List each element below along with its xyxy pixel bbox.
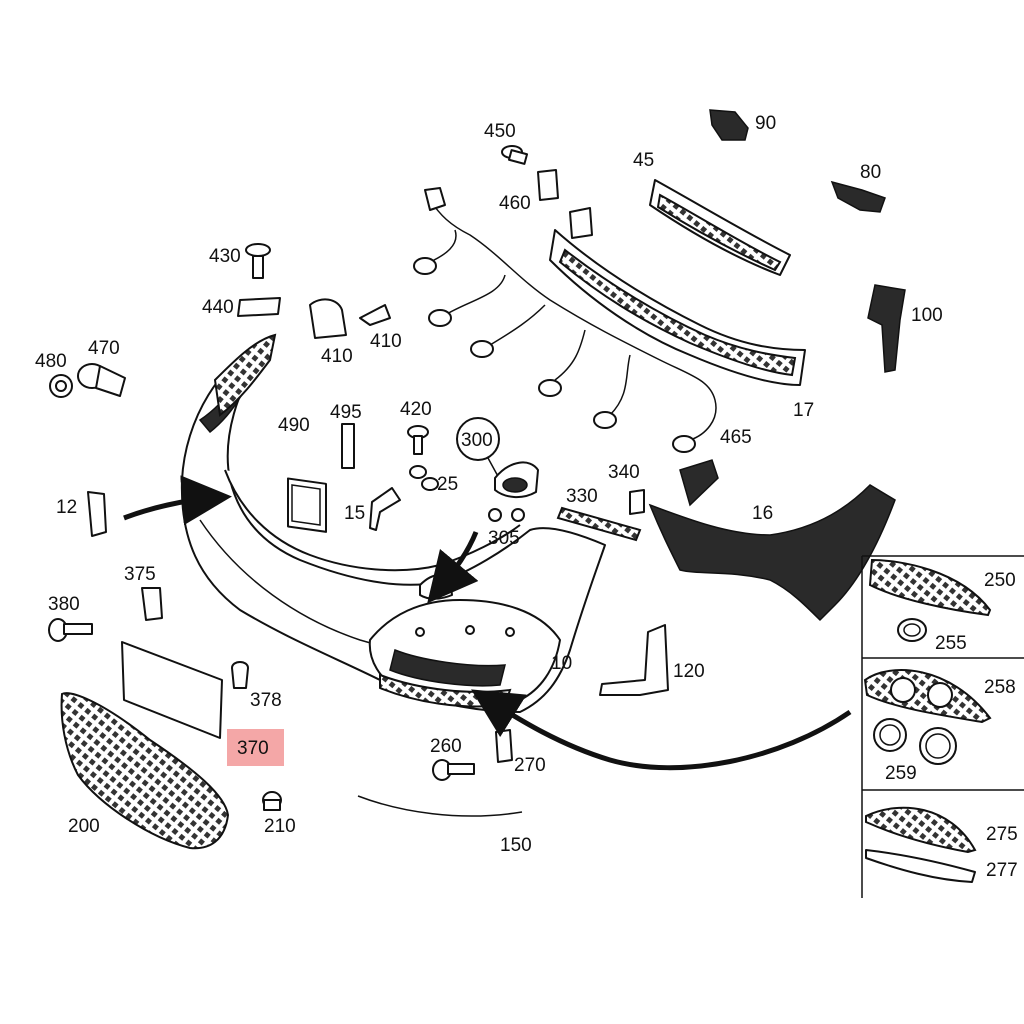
bracket-80 bbox=[830, 180, 886, 213]
label-250: 250 bbox=[984, 570, 1016, 591]
label-200: 200 bbox=[68, 816, 100, 837]
ring-255 bbox=[897, 618, 927, 642]
label-378: 378 bbox=[250, 690, 282, 711]
bracket-90 bbox=[709, 109, 749, 141]
label-150: 150 bbox=[500, 835, 532, 856]
label-210: 210 bbox=[264, 816, 296, 837]
label-258: 258 bbox=[984, 677, 1016, 698]
part-340 bbox=[629, 489, 645, 515]
label-340: 340 bbox=[608, 462, 640, 483]
strip-330 bbox=[556, 506, 642, 542]
label-440: 440 bbox=[202, 297, 234, 318]
label-300: 300 bbox=[461, 430, 493, 451]
label-80: 80 bbox=[860, 162, 881, 183]
sensor-470 bbox=[77, 363, 126, 397]
clip-460 bbox=[537, 169, 559, 201]
label-465: 465 bbox=[720, 427, 752, 448]
label-16: 16 bbox=[752, 503, 773, 524]
part-labels: 10 12 15 16 17 25 45 80 90 100 120 150 2… bbox=[35, 113, 1018, 881]
label-17: 17 bbox=[793, 400, 814, 421]
label-470: 470 bbox=[88, 338, 120, 359]
label-260: 260 bbox=[430, 736, 462, 757]
label-100: 100 bbox=[911, 305, 943, 326]
label-259: 259 bbox=[885, 763, 917, 784]
label-120: 120 bbox=[673, 661, 705, 682]
ring-480 bbox=[49, 374, 73, 398]
bracket-15 bbox=[369, 487, 401, 531]
label-10: 10 bbox=[551, 653, 572, 674]
label-450: 450 bbox=[484, 121, 516, 142]
ring-259 bbox=[873, 718, 957, 765]
fog-grille-275 bbox=[865, 806, 977, 854]
label-45: 45 bbox=[633, 150, 654, 171]
license-plate-370 bbox=[121, 641, 223, 739]
arrow-to-bumper bbox=[471, 689, 852, 771]
label-15: 15 bbox=[344, 503, 365, 524]
screw-380 bbox=[48, 618, 93, 642]
label-375: 375 bbox=[124, 564, 156, 585]
label-380: 380 bbox=[48, 594, 80, 615]
label-495: 495 bbox=[330, 402, 362, 423]
label-430: 430 bbox=[209, 246, 241, 267]
bolt-260 bbox=[432, 759, 475, 781]
label-420: 420 bbox=[400, 399, 432, 420]
clip-495 bbox=[341, 423, 355, 469]
holder-410a bbox=[309, 298, 347, 339]
support-16 bbox=[648, 459, 896, 622]
sleeve-210 bbox=[262, 791, 282, 811]
wiring-harness bbox=[413, 187, 717, 453]
variant-panel bbox=[861, 555, 1024, 898]
washer-nozzle-300 bbox=[456, 417, 539, 522]
trim-277 bbox=[865, 849, 976, 883]
label-370: 370 bbox=[237, 738, 269, 759]
label-305: 305 bbox=[488, 528, 520, 549]
strip-150 bbox=[357, 795, 523, 817]
label-275: 275 bbox=[986, 824, 1018, 845]
bolt-430 bbox=[245, 243, 271, 279]
part-45 bbox=[649, 179, 791, 276]
highlight-370 bbox=[227, 729, 284, 766]
clip-378 bbox=[231, 661, 249, 689]
screw-450 bbox=[501, 145, 529, 165]
bracket-100 bbox=[867, 284, 906, 373]
label-490: 490 bbox=[278, 415, 310, 436]
label-480: 480 bbox=[35, 351, 67, 372]
clip-440 bbox=[237, 297, 281, 317]
fog-grille-258 bbox=[863, 669, 992, 724]
label-255: 255 bbox=[935, 633, 967, 654]
label-410b: 410 bbox=[370, 331, 402, 352]
bracket-12 bbox=[87, 491, 107, 537]
label-270: 270 bbox=[514, 755, 546, 776]
arrow-300 bbox=[427, 531, 479, 604]
fog-grille-250 bbox=[868, 558, 992, 617]
label-330: 330 bbox=[566, 486, 598, 507]
label-410a: 410 bbox=[321, 346, 353, 367]
bolt-420 bbox=[407, 425, 429, 455]
label-90: 90 bbox=[755, 113, 776, 134]
control-unit-490 bbox=[287, 477, 327, 533]
bracket-120 bbox=[599, 624, 669, 696]
clip-375 bbox=[141, 587, 163, 621]
label-12: 12 bbox=[56, 497, 77, 518]
label-25: 25 bbox=[437, 474, 458, 495]
label-277: 277 bbox=[986, 860, 1018, 881]
arrow-12 bbox=[123, 475, 232, 526]
label-460: 460 bbox=[499, 193, 531, 214]
impact-absorber-17 bbox=[549, 207, 806, 386]
holder-410b bbox=[359, 304, 391, 326]
grille-200 bbox=[60, 692, 230, 850]
clip-270 bbox=[495, 729, 513, 763]
clip-25 bbox=[409, 465, 439, 491]
